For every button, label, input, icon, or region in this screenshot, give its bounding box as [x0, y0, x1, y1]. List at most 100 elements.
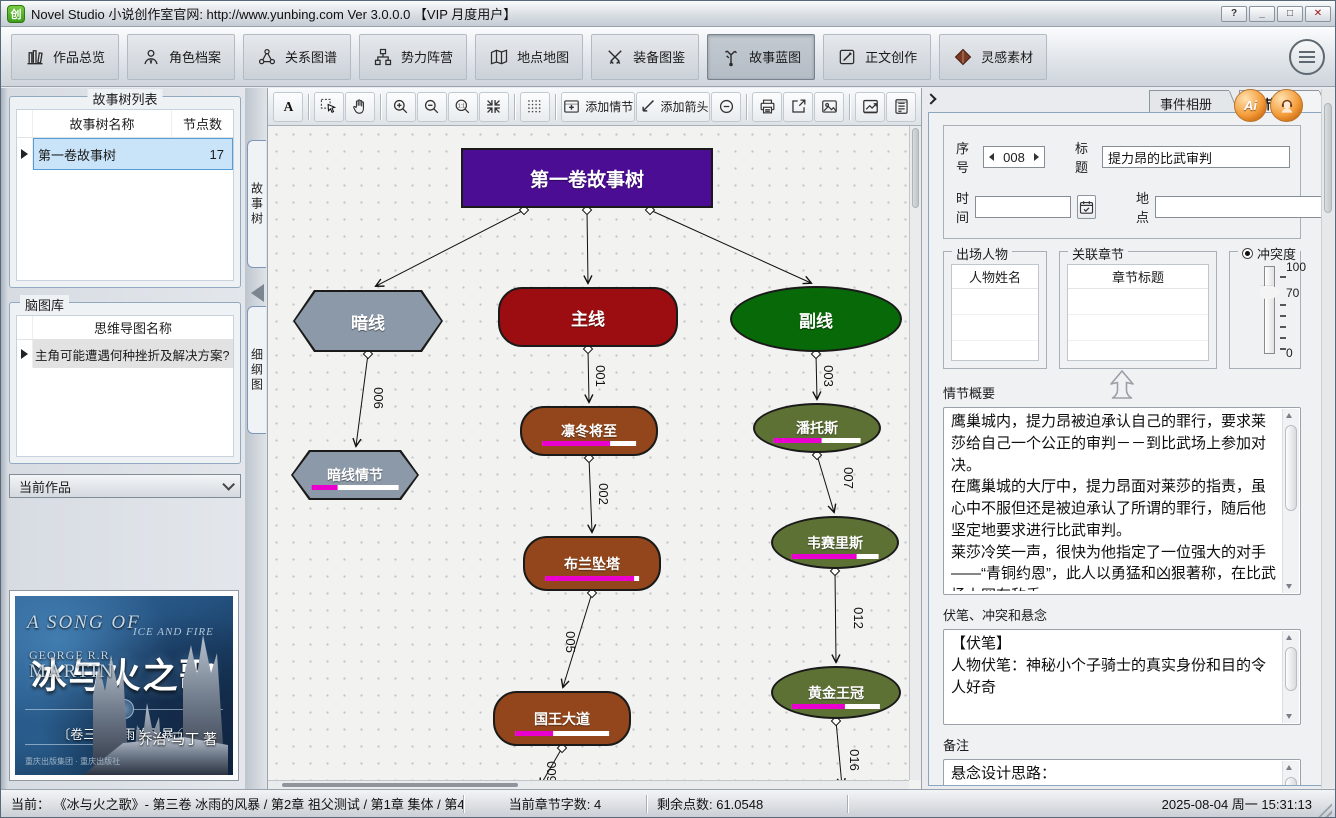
print-button[interactable]: [752, 91, 783, 122]
story-tree-row[interactable]: 第一卷故事树 17: [17, 138, 233, 170]
sidebar-collapse-arrow[interactable]: [251, 284, 264, 302]
time-input[interactable]: [975, 196, 1072, 218]
minimize-button[interactable]: _: [1249, 5, 1275, 22]
status-datetime: 2025-08-04 周一 15:31:13: [1161, 797, 1312, 812]
add-arrow-button[interactable]: 添加箭头: [635, 91, 711, 122]
equipment-catalog-button[interactable]: 装备图鉴: [591, 33, 700, 80]
inspiration-icon: [953, 47, 973, 67]
relationship-map-button[interactable]: 关系图谱: [243, 33, 352, 80]
location-map-button[interactable]: 地点地图: [475, 33, 584, 80]
node-sub-line[interactable]: 副线: [730, 286, 902, 352]
conflict-min-label: 0: [1286, 346, 1293, 360]
text-tool[interactable]: A: [273, 91, 303, 122]
equipment-catalog-icon: [605, 47, 625, 67]
node-main-line[interactable]: 主线: [498, 287, 678, 347]
character-archive-button[interactable]: 角色档案: [127, 33, 236, 80]
summary-textarea[interactable]: 鹰巢城内，提力昂被迫承认自己的罪行，要求莱莎给自己一个公正的审判－－到比武场上参…: [943, 407, 1301, 595]
zoom-in[interactable]: [385, 91, 416, 122]
foreshadow-textarea[interactable]: 【伏笔】 人物伏笔：神秘小个子骑士的真实身份和目的令人好奇: [943, 629, 1301, 725]
notes-textarea[interactable]: 悬念设计思路： 对话碎片：神秘小个子骑士在对决前低声对提力昂说：“你欠我个人情，…: [943, 759, 1301, 785]
help-button[interactable]: ?: [1221, 5, 1247, 22]
node-bran-fall[interactable]: 布兰坠塔: [523, 536, 661, 591]
resize-grip[interactable]: [1318, 803, 1332, 817]
summary-scrollbar[interactable]: [1282, 409, 1299, 593]
stats-button[interactable]: [855, 91, 885, 122]
export-button[interactable]: [783, 91, 814, 122]
foreshadow-scrollbar[interactable]: [1282, 631, 1299, 723]
node-dark-plot[interactable]: 暗线情节: [291, 450, 419, 500]
spinner-right-icon[interactable]: [1034, 153, 1039, 161]
inspiration-button[interactable]: 灵感素材: [939, 33, 1048, 80]
image-button[interactable]: [814, 91, 845, 122]
edge-label: 003: [821, 365, 836, 387]
notes-button[interactable]: [886, 91, 916, 122]
story-tree-node-count: 17: [209, 146, 224, 162]
characters-table[interactable]: 人物姓名: [951, 264, 1039, 361]
story-tree-list-group: 故事树列表 故事树名称 节点数 第一卷故事树 17: [9, 89, 241, 288]
node-winter-coming[interactable]: 凛冬将至: [520, 406, 658, 456]
edge-label: 016: [847, 749, 862, 771]
node-kings-road[interactable]: 国王大道: [493, 691, 631, 746]
tab-story-tree[interactable]: 故事树: [247, 140, 266, 268]
chapters-group-title: 关联章节: [1068, 244, 1129, 263]
node-dark-line[interactable]: 暗线: [293, 290, 443, 352]
panel-collapse-arrow[interactable]: [925, 93, 937, 105]
chapters-table[interactable]: 章节标题: [1067, 264, 1209, 361]
writing-icon: [837, 47, 857, 67]
notes-text: 悬念设计思路： 对话碎片：神秘小个子骑士在对决前低声对提力昂说：“你欠我个人情，…: [951, 765, 1057, 782]
zoom-out[interactable]: [416, 91, 447, 122]
mindmap-group-title: 脑图库: [20, 295, 70, 314]
tab-event-album[interactable]: 事件相册: [1148, 90, 1229, 116]
add-plot-button[interactable]: 添加情节: [560, 91, 635, 122]
faction-camp-button[interactable]: 势力阵营: [359, 33, 468, 80]
close-button[interactable]: ✕: [1305, 5, 1331, 22]
conflict-current-label: 70: [1286, 286, 1300, 300]
assistant-button[interactable]: [1270, 89, 1303, 122]
app-logo-icon: 创: [7, 4, 25, 23]
mindmap-library-group: 脑图库 思维导图名称 主角可能遭遇何种挫折及解决方案?: [9, 295, 241, 464]
ai-icon: Ai: [1244, 98, 1257, 113]
node-progress-bar: [545, 576, 639, 581]
node-story-tree-root[interactable]: 第一卷故事树: [461, 148, 713, 208]
works-overview-label: 作品总览: [53, 50, 106, 65]
grid-toggle[interactable]: [519, 91, 550, 122]
mindmap-name: 主角可能遭遇何种挫折及解决方案?: [35, 348, 230, 363]
remove-button[interactable]: [711, 91, 742, 122]
toolbar-separator: [308, 93, 309, 120]
ai-helper-button[interactable]: Ai: [1234, 89, 1267, 122]
title-input[interactable]: [1101, 146, 1290, 168]
current-work-header[interactable]: 当前作品: [9, 474, 241, 498]
maximize-button[interactable]: □: [1277, 5, 1303, 22]
zoom-actual[interactable]: 1:1: [447, 91, 478, 122]
node-label: 主线: [571, 309, 605, 329]
select-tool[interactable]: [313, 91, 344, 122]
fit-screen[interactable]: [478, 91, 509, 122]
menu-button[interactable]: [1289, 38, 1325, 75]
canvas-horizontal-scrollbar[interactable]: [268, 780, 909, 789]
notes-scrollbar[interactable]: [1282, 761, 1299, 785]
canvas-vertical-scrollbar[interactable]: [909, 126, 921, 780]
seq-spinner[interactable]: 008: [982, 146, 1045, 168]
pan-tool[interactable]: [344, 91, 375, 122]
main-toolbar: 作品总览 角色档案关系图谱势力阵营地点地图装备图鉴故事蓝图正文创作灵感素材: [1, 27, 1335, 87]
node-golden-crown[interactable]: 黄金王冠: [771, 666, 901, 719]
conflict-slider[interactable]: [1260, 266, 1281, 354]
place-input[interactable]: [1155, 196, 1331, 218]
remove-icon: [717, 97, 736, 116]
node-progress-bar: [791, 554, 879, 559]
story-tree-name: 第一卷故事树: [38, 147, 117, 163]
tab-outline-map[interactable]: 细纲图: [247, 306, 266, 434]
calendar-button[interactable]: [1077, 195, 1097, 219]
conflict-slider-thumb[interactable]: [1260, 285, 1281, 299]
node-viserys[interactable]: 韦赛里斯: [771, 516, 899, 569]
writing-button[interactable]: 正文创作: [823, 33, 932, 80]
add-plot-icon: [562, 97, 581, 116]
works-overview-button[interactable]: 作品总览: [11, 33, 120, 80]
mindmap-row[interactable]: 主角可能遭遇何种挫折及解决方案?: [17, 340, 233, 368]
story-blueprint-button[interactable]: 故事蓝图: [707, 33, 816, 80]
spinner-left-icon[interactable]: [988, 153, 994, 161]
conflict-radio[interactable]: [1242, 248, 1253, 259]
panel-scrollbar[interactable]: [1321, 89, 1334, 788]
node-pentos[interactable]: 潘托斯: [753, 403, 881, 453]
